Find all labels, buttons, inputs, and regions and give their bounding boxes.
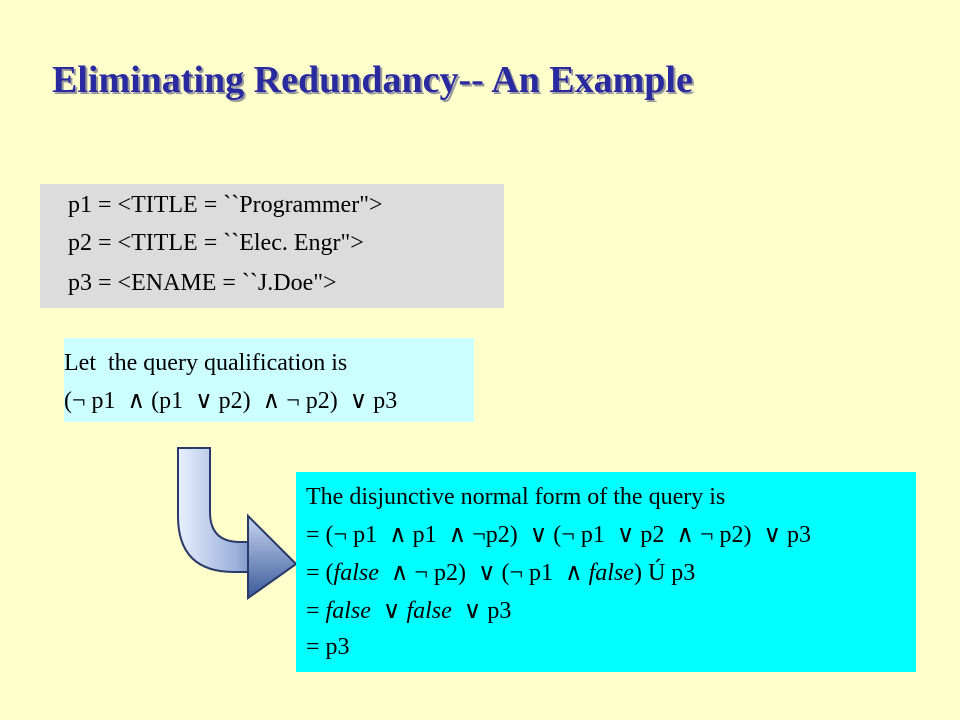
query-expression: (¬ p1 ∧ (p1 ∨ p2) ∧ ¬ p2) ∨ p3 — [64, 388, 398, 414]
predicate-p1: p1 = <TITLE = ``Programmer"> — [68, 192, 383, 218]
predicate-definitions-box: p1 = <TITLE = ``Programmer"> p2 = <TITLE… — [40, 184, 504, 308]
predicate-p2: p2 = <TITLE = ``Elec. Engr"> — [68, 230, 364, 256]
dnf-line-3-or: ∨ — [370, 598, 407, 624]
query-intro: Let the query qualification is — [64, 350, 348, 376]
dnf-intro: The disjunctive normal form of the query… — [306, 484, 726, 510]
dnf-line-2-mid: ∧ ¬ p2) ∨ (¬ p1 ∧ — [378, 560, 589, 586]
dnf-line-3-prefix: = — [306, 598, 326, 624]
dnf-line-2-suffix: ) Ú p3 — [633, 560, 696, 586]
slide-title: Eliminating Redundancy-- An Example — [52, 59, 693, 101]
query-qualification-box: Let the query qualification is (¬ p1 ∧ (… — [64, 338, 474, 422]
dnf-line-2-false-a: false — [333, 560, 379, 586]
dnf-line-2: = (false ∧ ¬ p2) ∨ (¬ p1 ∧ false) Ú p3 — [306, 558, 695, 587]
dnf-line-3-false-b: false — [406, 598, 452, 624]
dnf-line-3: = false ∨ false ∨ p3 — [306, 596, 511, 625]
disjunctive-normal-form-box: The disjunctive normal form of the query… — [296, 472, 916, 672]
curved-down-right-arrow-icon — [177, 447, 298, 600]
dnf-line-3-suffix: ∨ p3 — [451, 598, 512, 624]
dnf-line-1: = (¬ p1 ∧ p1 ∧ ¬p2) ∨ (¬ p1 ∨ p2 ∧ ¬ p2)… — [306, 522, 812, 548]
dnf-line-2-false-b: false — [588, 560, 634, 586]
dnf-line-3-false-a: false — [325, 598, 371, 624]
dnf-line-4: = p3 — [306, 634, 350, 660]
predicate-p3: p3 = <ENAME = ``J.Doe"> — [68, 270, 337, 296]
dnf-line-2-prefix: = ( — [306, 560, 334, 586]
